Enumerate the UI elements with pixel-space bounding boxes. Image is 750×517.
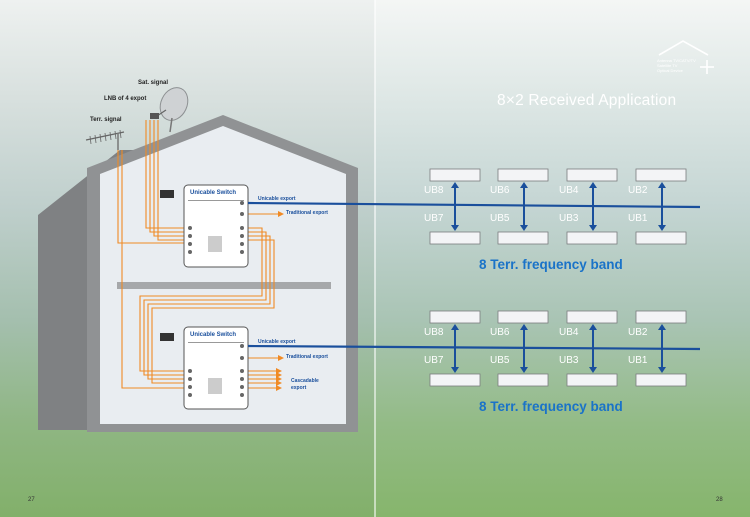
house-interior bbox=[100, 126, 346, 424]
yagi-antenna-icon bbox=[85, 129, 125, 150]
band-label-1: 8 Terr. frequency band bbox=[479, 257, 623, 272]
cascadable-label-2: export bbox=[291, 385, 307, 391]
ub-label: UB8 bbox=[424, 327, 444, 338]
unicable-switch-1 bbox=[183, 184, 249, 268]
signal-cables bbox=[117, 120, 278, 389]
set-top-box-icon bbox=[160, 190, 174, 341]
arrowheads-blue bbox=[451, 182, 666, 373]
ub-label: UB7 bbox=[424, 213, 444, 224]
switch-1-title: Unicable Switch bbox=[190, 190, 237, 196]
band-label-2: 8 Terr. frequency band bbox=[479, 399, 623, 414]
ub-label: UB6 bbox=[490, 185, 510, 196]
trunk-lines bbox=[247, 201, 701, 351]
switch-2-title: Unicable Switch bbox=[190, 332, 237, 338]
satellite-dish-icon bbox=[150, 87, 189, 133]
cascadable-label-1: Cascadable bbox=[291, 378, 319, 384]
arrowheads bbox=[276, 211, 284, 391]
page-title: 8×2 Received Application bbox=[497, 92, 677, 109]
ub-label: UB2 bbox=[628, 185, 648, 196]
ub-label: UB5 bbox=[490, 355, 510, 366]
house-diagram bbox=[38, 87, 358, 432]
connection-arrows bbox=[454, 185, 663, 370]
lnb-label: LNB of 4 expot bbox=[104, 96, 147, 102]
page-number-left: 27 bbox=[28, 497, 35, 503]
ub-label: UB4 bbox=[559, 327, 579, 338]
brand-line-3: Optical Device bbox=[657, 68, 683, 73]
ub-label: UB4 bbox=[559, 185, 579, 196]
receivers-group-1 bbox=[429, 168, 687, 245]
ub-label: UB8 bbox=[424, 185, 444, 196]
sat-signal-label: Sat. signal bbox=[138, 80, 169, 86]
switch-1-traditional-export: Traditional export bbox=[286, 210, 328, 216]
receivers-group-2 bbox=[429, 310, 687, 387]
terr-signal-label: Terr. signal bbox=[90, 117, 122, 123]
ub-label: UB3 bbox=[559, 355, 579, 366]
page-number-right: 28 bbox=[716, 497, 723, 503]
switch-2-traditional-export: Traditional export bbox=[286, 354, 328, 360]
house-plus-icon bbox=[658, 40, 714, 74]
ub-label: UB1 bbox=[628, 355, 648, 366]
ub-label: UB5 bbox=[490, 213, 510, 224]
ub-label: UB7 bbox=[424, 355, 444, 366]
brand-line-2: Satellite TV bbox=[657, 63, 678, 68]
switch-2-unicable-export: Unicable export bbox=[258, 339, 296, 345]
brand-line-1: Antenna TV/CATV/TV bbox=[657, 58, 696, 63]
unicable-switch-2 bbox=[183, 326, 249, 410]
ub-label: UB3 bbox=[559, 213, 579, 224]
switch-1-unicable-export: Unicable export bbox=[258, 196, 296, 202]
ub-label: UB1 bbox=[628, 213, 648, 224]
ub-label: UB2 bbox=[628, 327, 648, 338]
floor-divider bbox=[117, 282, 331, 289]
page-gutter bbox=[374, 0, 376, 517]
ub-label: UB6 bbox=[490, 327, 510, 338]
